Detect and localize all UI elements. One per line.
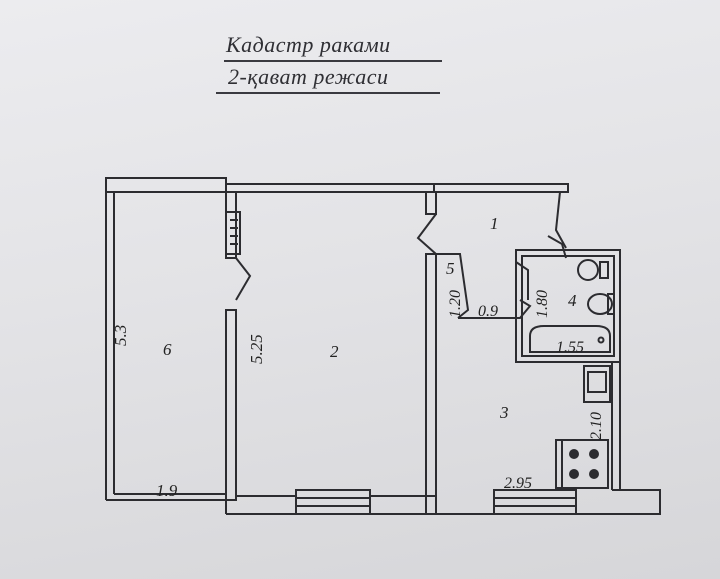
room-2-label: 2 xyxy=(330,342,339,361)
corridor-5-wall xyxy=(436,253,470,319)
partition-6-2-upper xyxy=(225,191,237,259)
room-1-label: 1 xyxy=(490,214,499,233)
kitchen-length-dim: 2.10 xyxy=(588,412,605,440)
title-underline-2 xyxy=(216,92,440,94)
title-underline-1 xyxy=(224,60,442,62)
kitchen-bottom-wall xyxy=(436,489,661,515)
balcony-door-frame xyxy=(225,211,241,255)
kitchen-window xyxy=(493,489,577,515)
entry-top-wall xyxy=(433,183,569,193)
corridor-lower-wall xyxy=(458,299,532,319)
corridor-width-dim: 0.9 xyxy=(478,303,498,320)
bathroom-width-dim: 1.55 xyxy=(556,339,584,356)
balcony-top-wall xyxy=(105,177,227,193)
cadastral-number-title: Кадастр раками xyxy=(226,32,391,57)
balcony-door xyxy=(235,257,252,301)
room6-width-dim: 1.9 xyxy=(156,481,178,500)
room2-window xyxy=(295,489,371,515)
toilet-fixture xyxy=(577,259,599,281)
partition-2-entry-upper xyxy=(425,191,437,215)
entry-door xyxy=(547,235,567,259)
room-6-label: 6 xyxy=(163,340,172,359)
room-4-label: 4 xyxy=(568,291,577,310)
floor-plan-title: 2-қават режаси xyxy=(228,64,389,89)
bathtub-fixture xyxy=(529,325,611,353)
gas-stove xyxy=(555,439,609,489)
room-3-label: 3 xyxy=(499,403,509,422)
partition-2-3 xyxy=(425,253,437,515)
entry-right-wall xyxy=(554,191,567,249)
bathroom-door xyxy=(515,261,529,300)
room-5-label: 5 xyxy=(446,259,455,278)
room2-top-wall xyxy=(225,183,435,193)
bathroom-length-dim: 1.80 xyxy=(534,290,551,318)
washbasin-fixture xyxy=(587,293,613,315)
kitchen-sink xyxy=(583,365,611,403)
kitchen-width-dim: 2.95 xyxy=(504,475,532,492)
room2-length-dim: 5.25 xyxy=(247,334,266,364)
room6-length-dim: 5.3 xyxy=(111,325,130,346)
partition-6-2-lower xyxy=(225,309,237,501)
bathroom-walls xyxy=(515,249,621,363)
corridor-length-dim: 1.20 xyxy=(447,290,464,318)
room2-door xyxy=(416,213,437,255)
